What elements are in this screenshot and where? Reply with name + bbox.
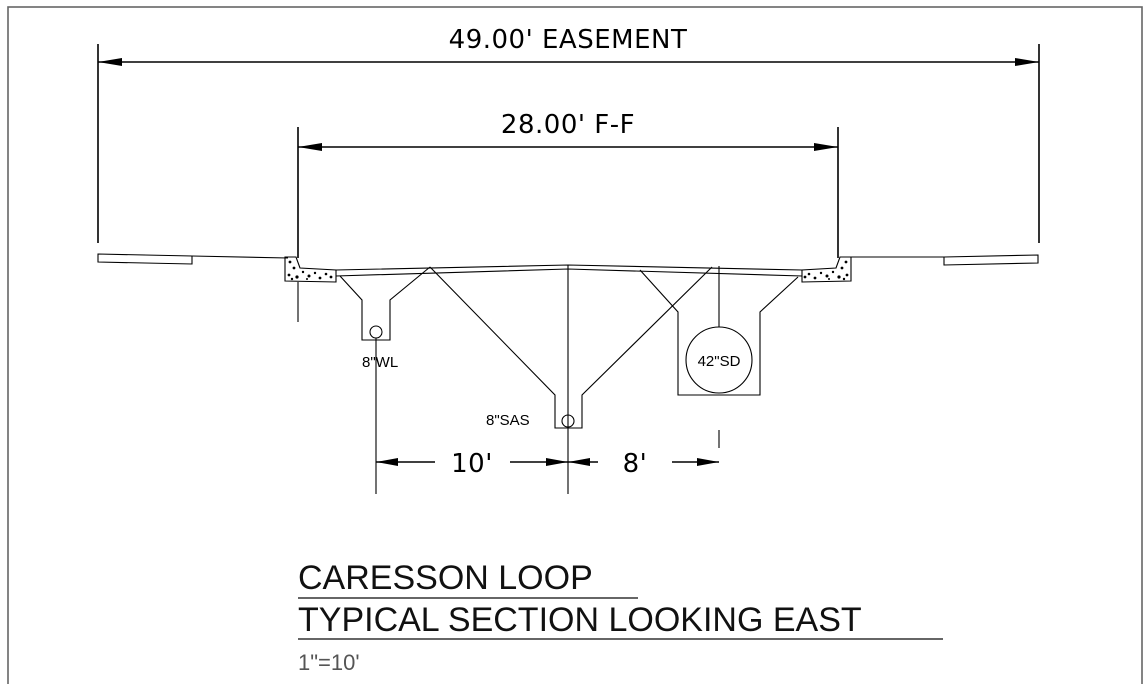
face-to-face-dimension: 28.00' F-F bbox=[297, 110, 839, 258]
storm-trench-outline bbox=[639, 269, 799, 396]
arrowhead-left bbox=[298, 143, 322, 151]
ff-label: 28.00' F-F bbox=[501, 110, 635, 140]
easement-dimension: 49.00' EASEMENT bbox=[97, 25, 1040, 243]
sheet-border bbox=[7, 6, 1143, 684]
offset-right-label: 8' bbox=[623, 449, 648, 479]
sewer-pipe bbox=[561, 414, 575, 428]
ground-line-left bbox=[191, 255, 289, 259]
sidewalk-right bbox=[850, 254, 1039, 266]
storm-drain-label: 42"SD bbox=[698, 353, 741, 370]
concrete-hatch-right bbox=[803, 260, 849, 281]
easement-label: 49.00' EASEMENT bbox=[449, 25, 688, 55]
sidewalk-slab-left bbox=[97, 253, 193, 265]
arrowhead-right bbox=[814, 143, 838, 151]
sewer-trench-outline bbox=[429, 266, 713, 429]
arrowhead-right bbox=[1015, 58, 1039, 66]
offset-dimensions: 10' 8' bbox=[376, 449, 719, 479]
concrete-hatch-left bbox=[287, 260, 333, 281]
offset-left-label: 10' bbox=[451, 449, 493, 479]
arrowhead bbox=[546, 458, 568, 466]
curb-left bbox=[284, 256, 337, 283]
storm-drain-trench: 42"SD bbox=[639, 266, 799, 448]
arrowhead-left bbox=[98, 58, 122, 66]
curb-right bbox=[801, 256, 852, 283]
sanitary-sewer-trench: 8"SAS bbox=[429, 266, 713, 429]
drawing-subtitle: TYPICAL SECTION LOOKING EAST bbox=[298, 601, 862, 639]
drawing-scale: 1"=10' bbox=[298, 650, 360, 675]
pavement-bottom bbox=[335, 268, 803, 277]
sidewalk-left bbox=[97, 253, 289, 265]
water-trench-outline bbox=[339, 266, 431, 341]
water-line-label: 8"WL bbox=[362, 354, 398, 371]
arrowhead bbox=[697, 458, 719, 466]
sidewalk-slab-right bbox=[943, 254, 1039, 266]
title-block: CARESSON LOOP TYPICAL SECTION LOOKING EA… bbox=[298, 559, 943, 675]
sanitary-sewer-label: 8"SAS bbox=[486, 412, 530, 429]
water-pipe bbox=[369, 325, 383, 339]
pavement-section bbox=[335, 264, 803, 494]
arrowhead bbox=[376, 458, 398, 466]
drawing-title: CARESSON LOOP bbox=[298, 559, 593, 597]
water-line-trench: 8"WL bbox=[339, 266, 431, 494]
arrowhead bbox=[568, 458, 590, 466]
